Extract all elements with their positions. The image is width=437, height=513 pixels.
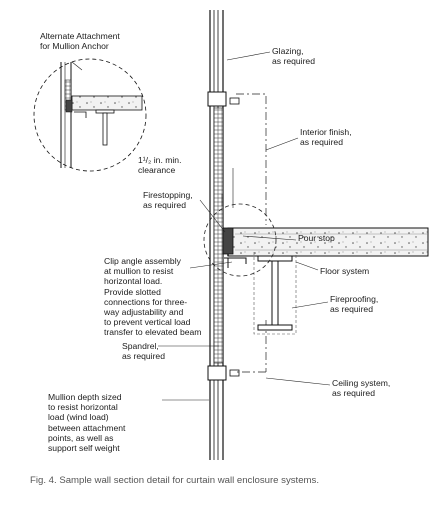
- label-interior-finish: Interior finish, as required: [300, 127, 352, 148]
- label-clearance: 1¹/₂ in. min. clearance: [138, 155, 182, 176]
- label-spandrel: Spandrel, as required: [122, 341, 165, 362]
- label-mullion-depth: Mullion depth sized to resist horizontal…: [48, 392, 126, 454]
- label-glazing: Glazing, as required: [272, 46, 315, 67]
- detail-circle: [203, 203, 277, 277]
- figure-caption: Fig. 4. Sample wall section detail for c…: [30, 475, 319, 486]
- label-alternate-attachment: Alternate Attachment for Mullion Anchor: [40, 31, 120, 52]
- label-fireproofing: Fireproofing, as required: [330, 294, 379, 315]
- inset-detail: [33, 58, 147, 172]
- leader-lines: [71, 51, 331, 401]
- label-pour-stop: Pour stop: [298, 233, 335, 243]
- label-floor-system: Floor system: [320, 266, 370, 276]
- floor-slab: [227, 227, 429, 257]
- interior-finish-line: [236, 93, 267, 373]
- firestopping-block: [222, 227, 234, 255]
- label-firestopping: Firestopping, as required: [143, 190, 193, 211]
- curtain-wall: [207, 10, 240, 460]
- steel-beam: [253, 252, 297, 335]
- label-clip-angle: Clip angle assembly at mullion to resist…: [104, 256, 202, 338]
- clip-angle: [224, 257, 247, 268]
- label-ceiling-system: Ceiling system, as required: [332, 378, 391, 399]
